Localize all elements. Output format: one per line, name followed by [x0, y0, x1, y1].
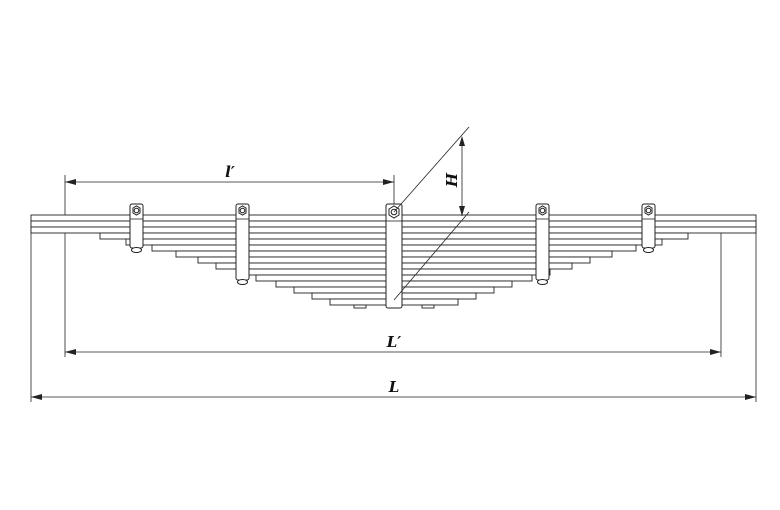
clamp-2	[235, 203, 250, 285]
dimension-L: L	[31, 378, 756, 400]
diagonal-line-upper	[393, 126, 470, 213]
clamp-1	[129, 203, 144, 253]
extension-lines	[30, 175, 757, 402]
dimension-L-prime: L′	[65, 333, 721, 355]
h-construction-lines	[393, 126, 470, 301]
diagonal-line-lower	[393, 211, 470, 301]
label-L-prime: L′	[386, 333, 402, 351]
bottom-nub-right	[421, 304, 435, 309]
clamp-4	[535, 203, 550, 285]
clamp-center	[385, 203, 403, 309]
dimension-h: H	[443, 136, 465, 216]
bottom-nub-left	[353, 304, 367, 309]
label-L: L	[388, 378, 400, 396]
dimension-l-prime: l′	[65, 163, 394, 185]
clamp-5	[641, 203, 656, 253]
label-l-prime: l′	[225, 163, 235, 181]
label-h: H	[443, 172, 461, 188]
